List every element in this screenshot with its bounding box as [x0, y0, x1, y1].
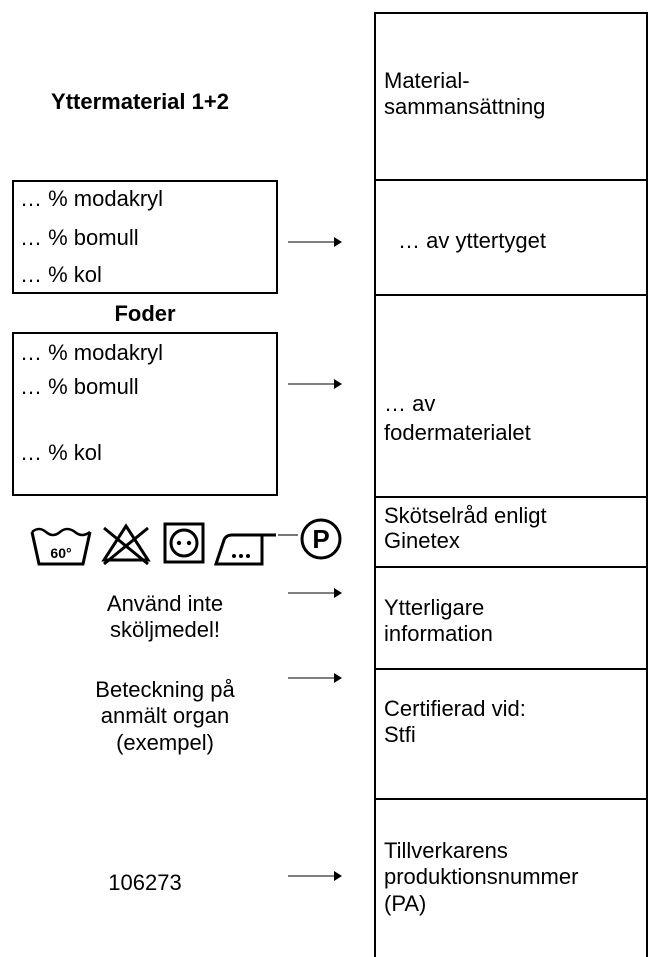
right-column-left-border: [374, 12, 376, 957]
outer-fiber-line: … % modakryl: [20, 186, 164, 211]
right-column-top-border: [374, 12, 648, 14]
do-not-bleach-icon: [101, 523, 151, 566]
lining-fiber-box: … % modakryl … % bomull … % kol: [12, 332, 278, 496]
outer-fiber-line: … % bomull: [20, 225, 139, 250]
divider-1: [374, 179, 648, 181]
further-info-label: Ytterligare information: [384, 595, 493, 647]
no-softener-note: Använd inte sköljmedel!: [106, 591, 224, 643]
outer-material-heading: Yttermaterial 1+2: [51, 89, 229, 114]
right-column-right-border: [646, 12, 648, 957]
material-composition-label: Material- sammansättning: [384, 68, 546, 120]
care-advice-label: Skötselråd enligt Ginetex: [384, 503, 547, 554]
outer-fiber-line: … % kol: [20, 262, 102, 287]
of-lining-label: … av fodermaterialet: [384, 391, 531, 445]
of-outer-fabric-label: … av yttertyget: [398, 228, 546, 253]
wash-temperature: 60°: [50, 545, 71, 561]
lining-fiber-line: … % kol: [20, 440, 102, 465]
divider-5: [374, 668, 648, 670]
notified-body-note: Beteckning på anmält organ (exempel): [95, 677, 235, 755]
arrow-icon: [288, 588, 342, 598]
divider-6: [374, 798, 648, 800]
divider-3: [374, 496, 648, 498]
arrow-icon: [288, 237, 342, 247]
arrow-icon: [288, 673, 342, 683]
arrow-icon: [288, 379, 342, 389]
dry-clean-p-icon: P: [300, 518, 342, 560]
outer-fiber-box: … % modakryl … % bomull … % kol: [12, 180, 278, 294]
care-symbol-connector: [278, 534, 298, 536]
divider-4: [374, 566, 648, 568]
tumble-dry-low-icon: [163, 522, 205, 564]
lining-fiber-line: … % modakryl: [20, 340, 164, 365]
svg-text:P: P: [312, 524, 329, 554]
production-number: 106273: [108, 870, 182, 895]
lining-fiber-line: … % bomull: [20, 374, 139, 399]
certified-label: Certifierad vid: Stfi: [384, 696, 526, 748]
lining-heading: Foder: [114, 301, 176, 326]
iron-low-icon: [213, 533, 276, 566]
arrow-icon: [288, 871, 342, 881]
wash-60-icon: 60°: [30, 527, 92, 566]
manufacturer-production-number-label: Tillverkarens produktionsnummer (PA): [384, 838, 579, 916]
divider-2: [374, 294, 648, 296]
